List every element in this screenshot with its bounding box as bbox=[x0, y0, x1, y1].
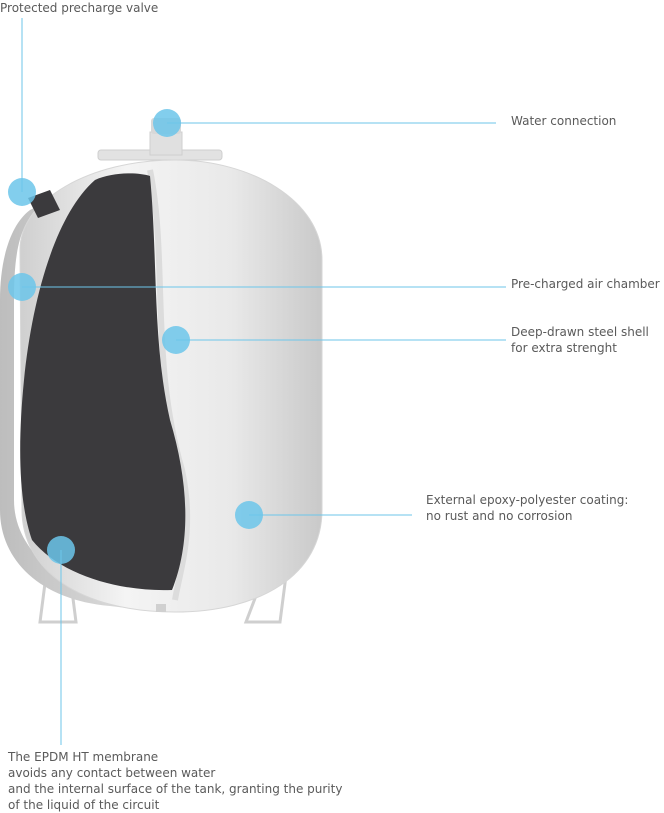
label-steel-shell-line1: Deep-drawn steel shell bbox=[511, 325, 649, 339]
dot-coating bbox=[235, 501, 263, 529]
callout-dots bbox=[8, 109, 263, 564]
label-coating-line2: no rust and no corrosion bbox=[426, 509, 573, 523]
label-precharge-valve: Protected precharge valve bbox=[0, 0, 158, 16]
precharge-valve-knob bbox=[28, 190, 60, 218]
dot-membrane bbox=[47, 536, 75, 564]
label-membrane-line2: avoids any contact between water bbox=[8, 766, 216, 780]
callout-lines bbox=[21, 18, 506, 745]
label-coating: External epoxy-polyester coating: no rus… bbox=[426, 492, 628, 524]
label-air-chamber-text: Pre-charged air chamber bbox=[511, 277, 660, 291]
label-precharge-valve-text: Protected precharge valve bbox=[0, 1, 159, 15]
label-air-chamber: Pre-charged air chamber bbox=[511, 276, 660, 292]
dot-water-connection bbox=[153, 109, 181, 137]
bottom-drain bbox=[156, 604, 166, 612]
label-steel-shell-line2: for extra strenght bbox=[511, 341, 617, 355]
label-water-connection: Water connection bbox=[511, 113, 616, 129]
label-coating-line1: External epoxy-polyester coating: bbox=[426, 493, 629, 507]
epdm-membrane bbox=[20, 173, 186, 591]
dot-air-chamber bbox=[8, 273, 36, 301]
label-membrane-line1: The EPDM HT membrane bbox=[8, 750, 159, 764]
label-membrane-line4: of the liquid of the circuit bbox=[8, 798, 160, 812]
label-membrane: The EPDM HT membrane avoids any contact … bbox=[8, 749, 342, 813]
label-membrane-line3: and the internal surface of the tank, gr… bbox=[8, 782, 343, 796]
label-steel-shell: Deep-drawn steel shell for extra strengh… bbox=[511, 324, 649, 356]
dot-steel-shell bbox=[162, 326, 190, 354]
shell-rim bbox=[0, 205, 160, 612]
label-water-connection-text: Water connection bbox=[511, 114, 617, 128]
dot-precharge-valve bbox=[8, 178, 36, 206]
